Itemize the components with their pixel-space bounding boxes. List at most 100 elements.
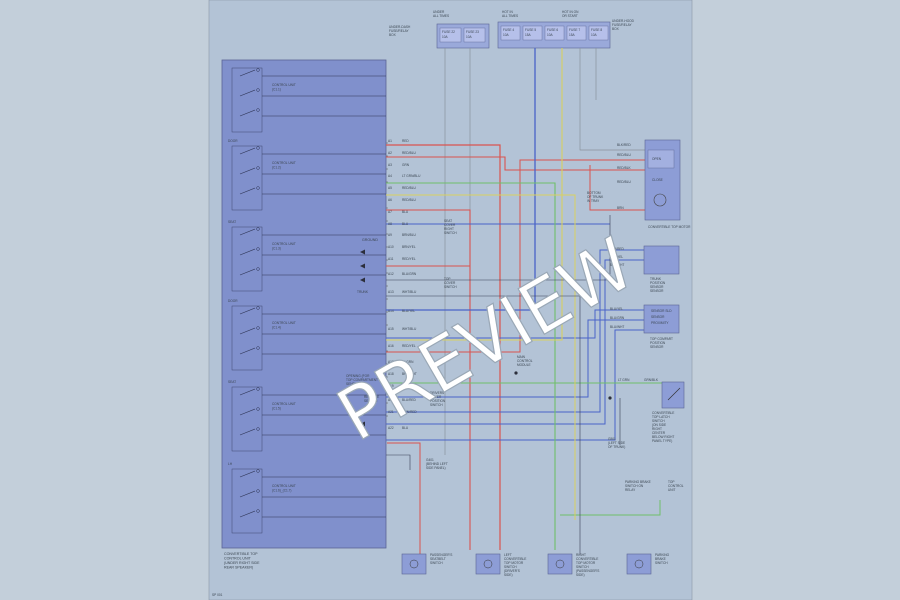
bottom-device-box — [475, 553, 501, 575]
wire-label: RED/BLU — [402, 151, 417, 155]
fuse-right-cell-amps: 15A — [525, 33, 532, 37]
bottom-device-label: SWITCH — [655, 561, 668, 565]
cu-switch-contact — [239, 69, 256, 77]
bottom-device-symbol — [634, 559, 644, 569]
arrow-marker — [360, 421, 365, 427]
wire-blue — [386, 309, 645, 339]
g501-ground-label: G501 (LEFT SIDE OF TRUNK) — [608, 437, 626, 449]
cu-section-frame — [231, 386, 263, 452]
wire-label: RED/YEL — [402, 257, 416, 261]
sensor1-box — [643, 245, 680, 275]
arrow-marker — [360, 277, 365, 283]
wire-pin: A4 — [388, 174, 392, 178]
wire-pin: A18 — [388, 372, 394, 376]
bottom-device-label: TOP MOTOR — [576, 561, 596, 565]
wire-label: LT GRN — [402, 360, 414, 364]
fuse-box-right: HOT IN ALL TIMES HOT IN ON OR START UNDE… — [497, 10, 635, 49]
sensor2-pin-label: BLU/WHT — [610, 325, 624, 329]
fuse-box-right-title-b: HOT IN ON OR START — [562, 10, 579, 18]
cu-switch-contact — [239, 408, 256, 416]
wire-red — [386, 209, 471, 550]
g401-ground-label: G401 (BEHIND LEFT SIDE PANEL) — [426, 458, 449, 470]
fuse-right-cell — [544, 25, 565, 41]
fuse-left-cell-label: FUSE 23 — [466, 30, 479, 34]
cu-contact-terminal — [256, 166, 260, 170]
cu-contact-terminal — [256, 247, 260, 251]
bottom-device-symbol — [409, 559, 419, 569]
cu-contact-terminal — [256, 427, 260, 431]
cu-contact-terminal — [256, 227, 260, 231]
bottom-device-label: SWITCH — [576, 565, 589, 569]
cu-switch-contact — [239, 428, 256, 436]
main-control-module-label: MAIN CONTROL MODULE — [517, 355, 533, 367]
motor-pin-label: BRN — [617, 206, 624, 210]
fuse-left-cell — [439, 27, 462, 43]
seat-cover-switch-label: SEAT COVER RIGHT SWITCH — [444, 219, 457, 235]
cu-switch-contact — [239, 248, 256, 256]
cu-section-label: (C1.1) — [272, 88, 281, 92]
wire-pin: A1 — [388, 139, 392, 143]
cu-contact-terminal — [256, 186, 260, 190]
wire-pin: A12 — [388, 272, 394, 276]
wire-pin: A15 — [388, 327, 394, 331]
cu-section-label: CONTROL UNIT — [272, 242, 296, 246]
cu-contact-terminal — [256, 306, 260, 310]
wire-label: GRN — [402, 163, 410, 167]
bottom-device-label: TOP MOTOR — [504, 561, 524, 565]
bottom-device-box — [626, 553, 652, 575]
wire-yellow — [386, 48, 563, 341]
wire-label: RED/BLU — [402, 186, 417, 190]
wire-blue — [386, 259, 645, 425]
motor-inner-open — [647, 149, 675, 169]
cu-section-label: CONTROL UNIT — [272, 484, 296, 488]
bottom-device-label: CONVERTIBLE — [504, 557, 526, 561]
top-cover-switch-label: TOP COVER SWITCH — [444, 277, 457, 289]
bottom-device-label: SWITCH — [504, 565, 517, 569]
fuse-left-cell-amps: 10A — [442, 35, 449, 39]
sensor2-pin-label: BLU/GRN — [610, 316, 625, 320]
bottom-device-label: RIGHT — [576, 553, 586, 557]
sensor1-pin-label: BLU/YEL — [610, 255, 623, 259]
cu-section-label: CONTROL UNIT — [272, 83, 296, 87]
reverse-sensor-label: REVERSE SENSOR — [364, 395, 380, 403]
cu-switch-contact — [239, 268, 256, 276]
wire-label: BLU/GRN — [402, 272, 417, 276]
cu-switch-contact — [239, 109, 256, 117]
cu-section-label: (C1.6)_(C1.7) — [272, 489, 292, 493]
latch-pin-label: GRN/BLK — [644, 378, 659, 382]
fuse-box-right-note: UNDER-HOOD FUSE/RELAY BOX — [612, 19, 635, 31]
ground-label: GROUND — [362, 238, 378, 242]
wire-pin: A11 — [388, 257, 394, 261]
cu-contact-terminal — [256, 88, 260, 92]
motor-open-label: OPEN — [652, 157, 662, 161]
sensor2-caption: TOP COMPART POSITION SENSOR — [650, 337, 674, 349]
wire-label: BLU/RED — [402, 398, 417, 402]
sensor1-pin-label: BLU/WHT — [610, 263, 624, 267]
bottom-device-label: (DRIVER'S — [504, 569, 520, 573]
cu-switch-contact — [239, 147, 256, 155]
wire-label: BLU — [402, 426, 409, 430]
wire-pin: A7 — [388, 210, 392, 214]
cu-section-tag: DOOR — [228, 299, 238, 303]
sensor2-pin-label: BLU/YEL — [610, 307, 623, 311]
wire-pin: A2 — [388, 151, 392, 155]
fuse-right-cell-amps: 10A — [503, 33, 510, 37]
cu-switch-contact — [239, 490, 256, 498]
wire-label: BLU — [402, 210, 409, 214]
cu-switch-contact — [239, 167, 256, 175]
cu-section-label: CONTROL UNIT — [272, 161, 296, 165]
wire-pin: A16 — [388, 344, 394, 348]
cu-contact-terminal — [256, 407, 260, 411]
fuse-left-cell-label: FUSE 22 — [442, 30, 455, 34]
wire-blue — [386, 329, 645, 441]
wire-label: RED/BLU — [402, 198, 417, 202]
bottom-device-symbol — [555, 559, 565, 569]
motor-pin-label: RED/BLU — [617, 153, 632, 157]
cu-section-label: (C1.5) — [272, 407, 281, 411]
cu-contact-terminal — [256, 267, 260, 271]
cu-section-frame — [231, 226, 263, 292]
fuse-left-cell-amps: 10A — [466, 35, 473, 39]
fuse-box-left-note: UNDER-DASH FUSE/RELAY BOX — [389, 25, 411, 37]
